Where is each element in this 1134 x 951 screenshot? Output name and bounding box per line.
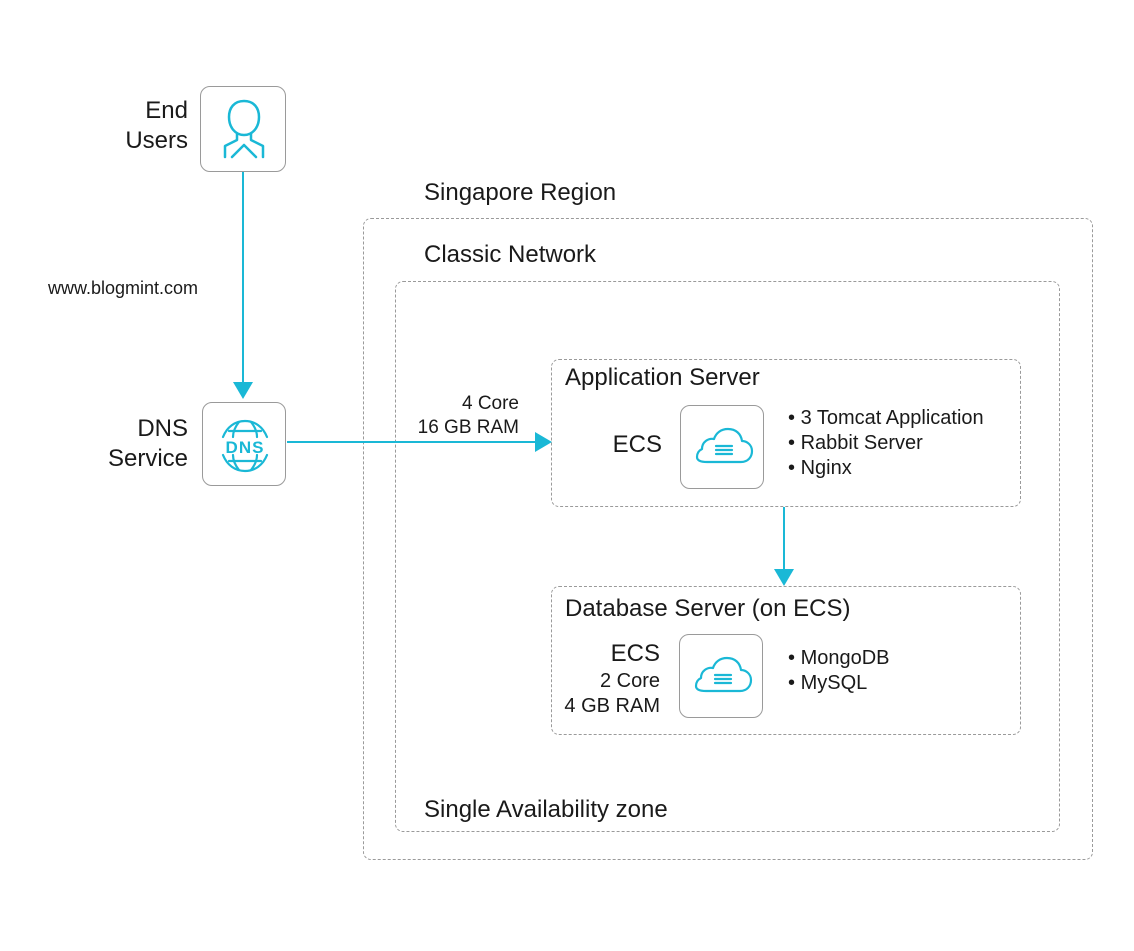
- db-component-item: MySQL: [788, 671, 890, 696]
- end-users-label: End Users: [125, 97, 188, 154]
- dns-service-node: DNS: [202, 402, 286, 486]
- app-server-ecs-label: ECS: [612, 431, 662, 458]
- user-icon: [223, 99, 265, 159]
- region-boundary: [363, 218, 1093, 860]
- db-server-spec: ECS 2 Core 4 GB RAM: [540, 639, 660, 719]
- dns-service-label: DNS Service: [107, 415, 188, 472]
- db-server-spec-ram: 4 GB RAM: [564, 695, 660, 717]
- app-server-box: [551, 359, 1021, 507]
- db-server-ecs-label: ECS: [610, 640, 660, 667]
- cloud-server-icon: [695, 427, 754, 464]
- end-users-node: [200, 86, 286, 172]
- connection-spec: 4 Core 16 GB RAM: [417, 393, 519, 438]
- domain-label: www.blogmint.com: [48, 278, 199, 298]
- db-server-title: Database Server (on ECS): [565, 595, 851, 622]
- db-component-item: MongoDB: [788, 646, 890, 671]
- network-boundary: [395, 281, 1060, 832]
- db-server-spec-cores: 2 Core: [599, 670, 660, 692]
- network-label: Classic Network: [424, 241, 597, 268]
- dns-to-app-arrowhead: [535, 432, 552, 452]
- db-server-ecs-node: [679, 634, 763, 718]
- cloud-server-icon: [694, 656, 753, 693]
- app-component-item: Nginx: [788, 456, 984, 481]
- dns-icon-text: DNS: [226, 438, 265, 457]
- zone-label: Single Availability zone: [424, 796, 668, 823]
- app-component-item: 3 Tomcat Application: [788, 406, 984, 431]
- app-server-ecs-node: [680, 405, 764, 489]
- db-server-components: MongoDB MySQL: [788, 646, 890, 696]
- app-to-db-arrowhead: [774, 569, 794, 586]
- db-server-box: [551, 586, 1021, 735]
- dns-globe-icon: DNS: [221, 419, 269, 473]
- users-to-dns-arrowhead: [233, 382, 253, 399]
- app-component-item: Rabbit Server: [788, 431, 984, 456]
- app-server-title: Application Server: [565, 364, 760, 391]
- region-label: Singapore Region: [424, 179, 617, 206]
- app-server-components: 3 Tomcat Application Rabbit Server Nginx: [788, 406, 984, 481]
